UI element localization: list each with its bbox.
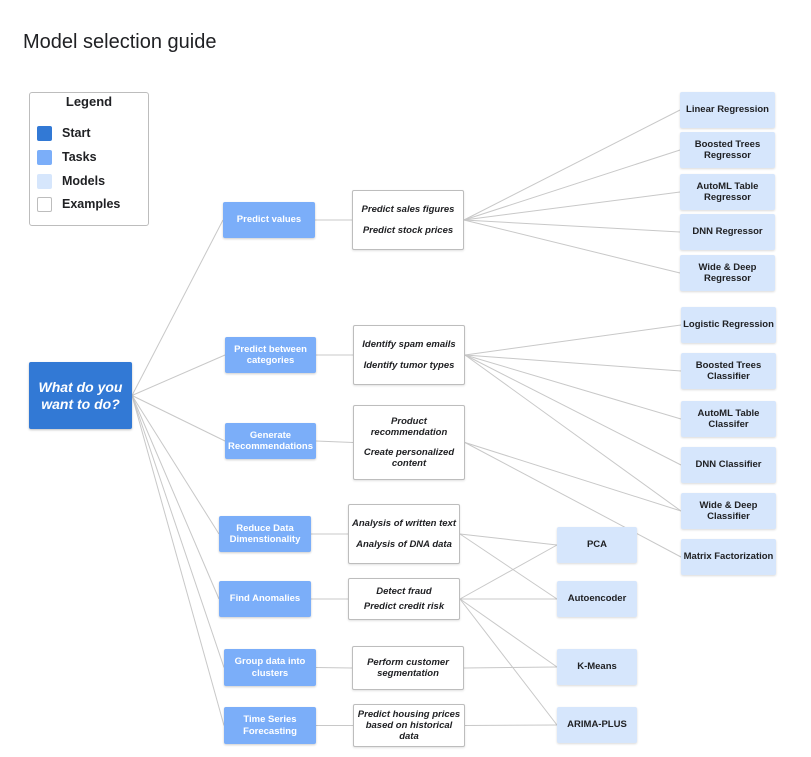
connector-line	[464, 442, 682, 512]
connector-line	[463, 219, 681, 274]
example-node: Perform customer segmentation	[352, 646, 464, 690]
task-node: Group data into clusters	[224, 649, 316, 686]
connector-line	[464, 354, 682, 466]
page-title: Model selection guide	[23, 31, 217, 53]
example-text: Perform customer segmentation	[367, 656, 449, 679]
connector-line	[459, 544, 558, 600]
example-node: Predict sales figures Predict stock pric…	[352, 190, 464, 250]
example-text: Analysis of written text	[352, 517, 456, 529]
example-text: Analysis of DNA data	[356, 539, 452, 551]
connector-line	[463, 109, 681, 221]
task-node: Generate Recommendations	[225, 423, 316, 459]
model-node: Logistic Regression	[681, 307, 776, 343]
connector-line	[131, 395, 220, 600]
connector-line	[131, 395, 225, 668]
example-text: Predict stock prices	[362, 225, 454, 237]
connector-line	[464, 442, 682, 558]
model-node: PCA	[557, 527, 637, 563]
connector-line	[131, 354, 226, 396]
model-node: AutoML Table Regressor	[680, 174, 775, 210]
legend-swatch-start	[37, 126, 52, 141]
connector-line	[464, 324, 682, 356]
model-node: Wide & Deep Classifier	[681, 493, 776, 529]
example-text: Identify spam emails	[362, 338, 456, 350]
model-node: Autoencoder	[557, 581, 637, 617]
model-node: AutoML Table Classifer	[681, 401, 776, 437]
model-node: ARIMA-PLUS	[557, 707, 637, 743]
example-text: Identify tumor types	[363, 360, 455, 372]
example-node: Detect fraud Predict credit risk	[348, 578, 460, 620]
legend-label: Start	[62, 126, 91, 140]
legend-swatch-models	[37, 174, 52, 189]
legend-label: Examples	[62, 197, 121, 211]
example-text: Predict sales figures	[361, 203, 455, 215]
connector-line	[459, 533, 558, 600]
model-node: DNN Classifier	[681, 447, 776, 483]
connector-line	[464, 354, 682, 420]
model-node: K-Means	[557, 649, 637, 685]
example-text: Predict housing prices based on historic…	[357, 708, 461, 743]
legend-swatch-examples	[37, 197, 52, 212]
model-node: Linear Regression	[680, 92, 775, 128]
model-node: Boosted Trees Regressor	[680, 132, 775, 168]
connector-line	[464, 354, 682, 372]
task-node: Predict values	[223, 202, 315, 238]
model-node: DNN Regressor	[680, 214, 775, 250]
task-node: Find Anomalies	[219, 581, 311, 617]
connector-line	[131, 395, 226, 442]
legend-label: Models	[62, 174, 106, 188]
legend-label: Tasks	[62, 150, 97, 164]
task-node: Reduce Data Dimenstionality	[219, 516, 311, 552]
example-node: Analysis of written text Analysis of DNA…	[348, 504, 460, 564]
task-node: Predict between categories	[225, 337, 316, 373]
example-node: Identify spam emails Identify tumor type…	[353, 325, 465, 385]
connector-line	[315, 667, 353, 669]
connector-line	[459, 598, 558, 726]
legend-title: Legend	[65, 94, 113, 109]
example-node: Product recommendation Create personaliz…	[353, 405, 465, 480]
model-node: Boosted Trees Classifier	[681, 353, 776, 389]
connector-line	[315, 440, 354, 443]
model-node: Wide & Deep Regressor	[680, 255, 775, 291]
connector-line	[463, 191, 681, 221]
connector-line	[459, 598, 558, 668]
connector-line	[463, 666, 558, 669]
example-text: Predict credit risk	[363, 601, 445, 613]
example-text: Create personalized content	[363, 446, 455, 469]
connector-line	[464, 354, 682, 512]
model-node: Matrix Factorization	[681, 539, 776, 575]
legend: Legend Start Tasks Models Examples	[29, 92, 149, 226]
example-node: Predict housing prices based on historic…	[353, 704, 465, 747]
connector-line	[464, 724, 558, 726]
legend-swatch-tasks	[37, 150, 52, 165]
example-text: Detect fraud	[376, 585, 432, 597]
task-node: Time Series Forecasting	[224, 707, 316, 744]
connector-line	[463, 149, 681, 221]
connector-line	[131, 395, 220, 535]
example-text: Product recommendation	[370, 416, 448, 439]
connector-line	[131, 219, 224, 396]
connector-line	[131, 395, 225, 726]
connector-line	[463, 219, 681, 233]
connector-line	[459, 533, 558, 546]
start-node: What do you want to do?	[29, 362, 132, 429]
